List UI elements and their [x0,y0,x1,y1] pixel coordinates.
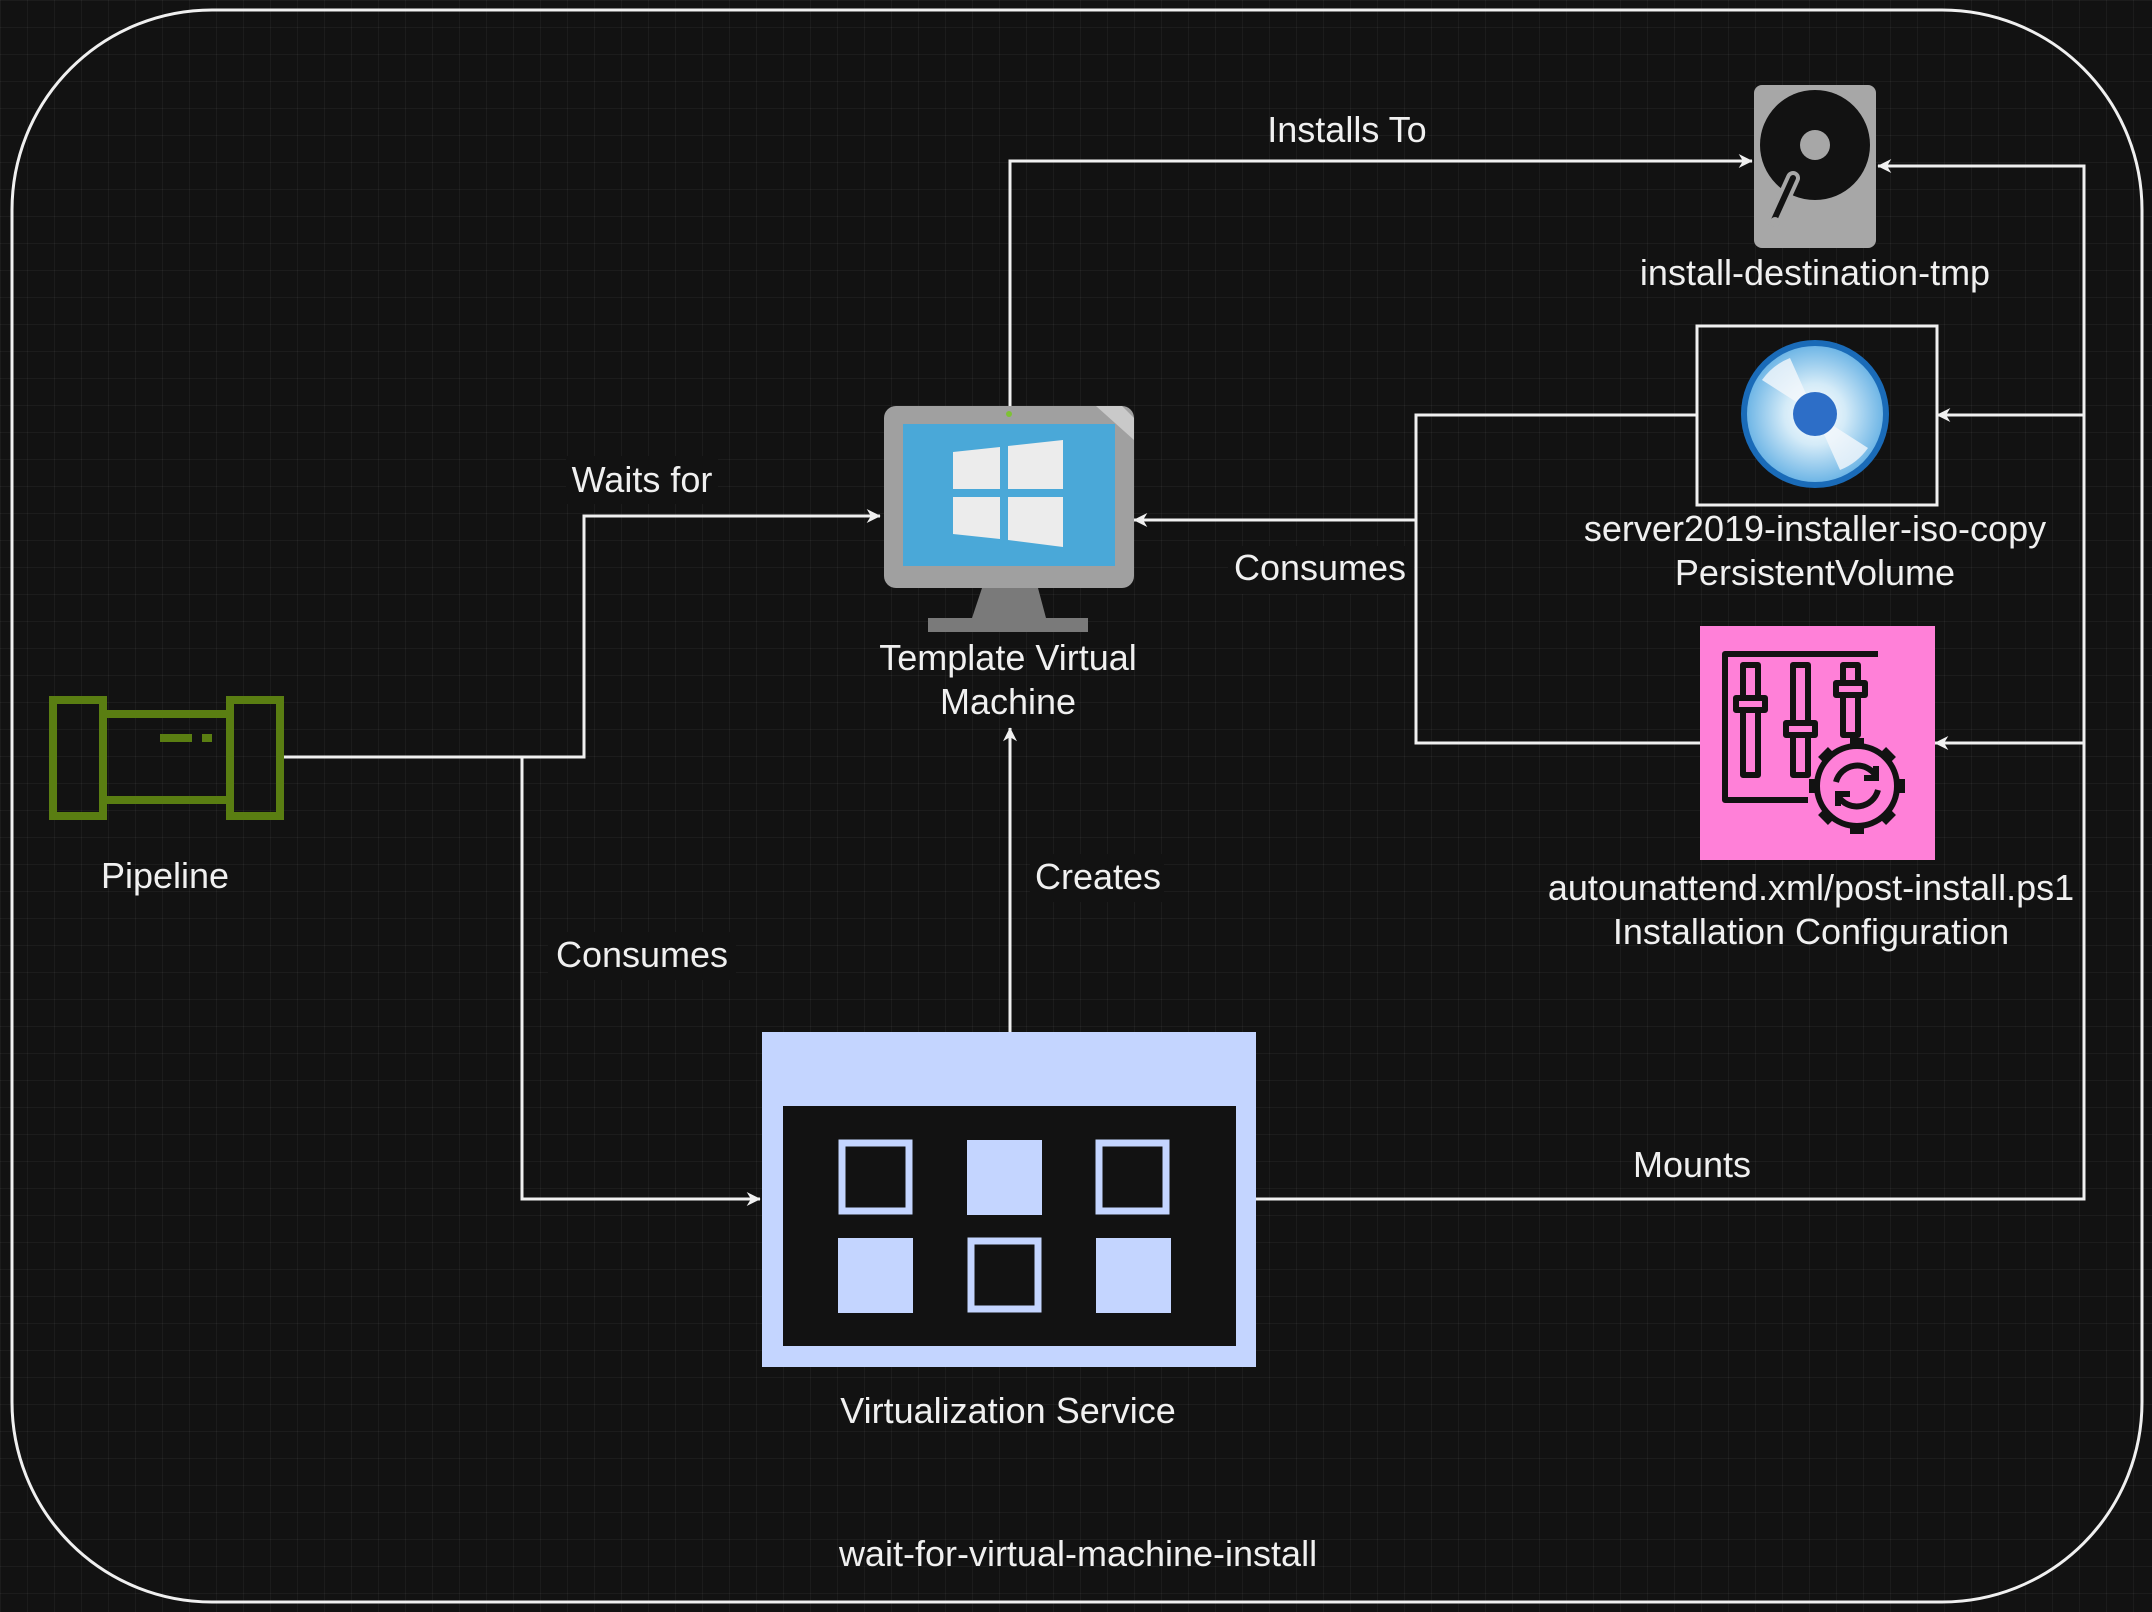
installer-iso-node[interactable]: server2019-installer-iso-copy Persistent… [1584,324,2046,593]
windows-monitor-icon [884,406,1134,632]
install-destination-node[interactable]: install-destination-tmp [1640,85,1990,293]
install-config-label-line1: autounattend.xml/post-install.ps1 [1548,867,2074,908]
template-vm-label-line2: Machine [940,681,1076,722]
installer-iso-label-line1: server2019-installer-iso-copy [1584,508,2046,549]
install-destination-label: install-destination-tmp [1640,252,1990,293]
edge-label-installs-to: Installs To [1267,109,1426,150]
installer-iso-label-line2: PersistentVolume [1675,552,1955,593]
edge-label-mounts: Mounts [1633,1144,1751,1185]
edge-mounts [1256,159,2086,1201]
template-vm-label-line1: Template Virtual [879,637,1136,678]
install-config-node[interactable]: autounattend.xml/post-install.ps1 Instal… [1548,626,2074,952]
virtualization-service-label: Virtualization Service [840,1390,1176,1431]
pipeline-node[interactable]: Pipeline [49,696,284,896]
edge-consumes-left [520,757,761,1206]
edge-label-consumes-right: Consumes [1234,547,1406,588]
container-frame [10,8,2144,1604]
app-grid-icon [762,1032,1256,1367]
hard-disk-icon [1754,85,1876,248]
edge-consumes-right-iso [1133,413,1697,527]
install-config-label-line2: Installation Configuration [1613,911,2009,952]
edge-installs-to [1008,154,1753,406]
container-label: wait-for-virtual-machine-install [838,1533,1317,1574]
edge-consumes-right-config [1414,520,1700,745]
config-sliders-gear-icon [1700,626,1935,860]
edge-waits-for [280,509,881,759]
edge-label-creates: Creates [1035,856,1161,897]
disc-icon [1741,340,1889,488]
template-vm-node[interactable]: Template Virtual Machine [879,406,1137,722]
pipeline-icon [49,696,284,820]
virtualization-service-node[interactable]: Virtualization Service [762,1032,1256,1431]
edge-label-consumes-left: Consumes [556,934,728,975]
edge-label-waits-for: Waits for [572,459,713,500]
pipeline-label: Pipeline [101,855,229,896]
installer-iso-frame [1695,324,1939,507]
